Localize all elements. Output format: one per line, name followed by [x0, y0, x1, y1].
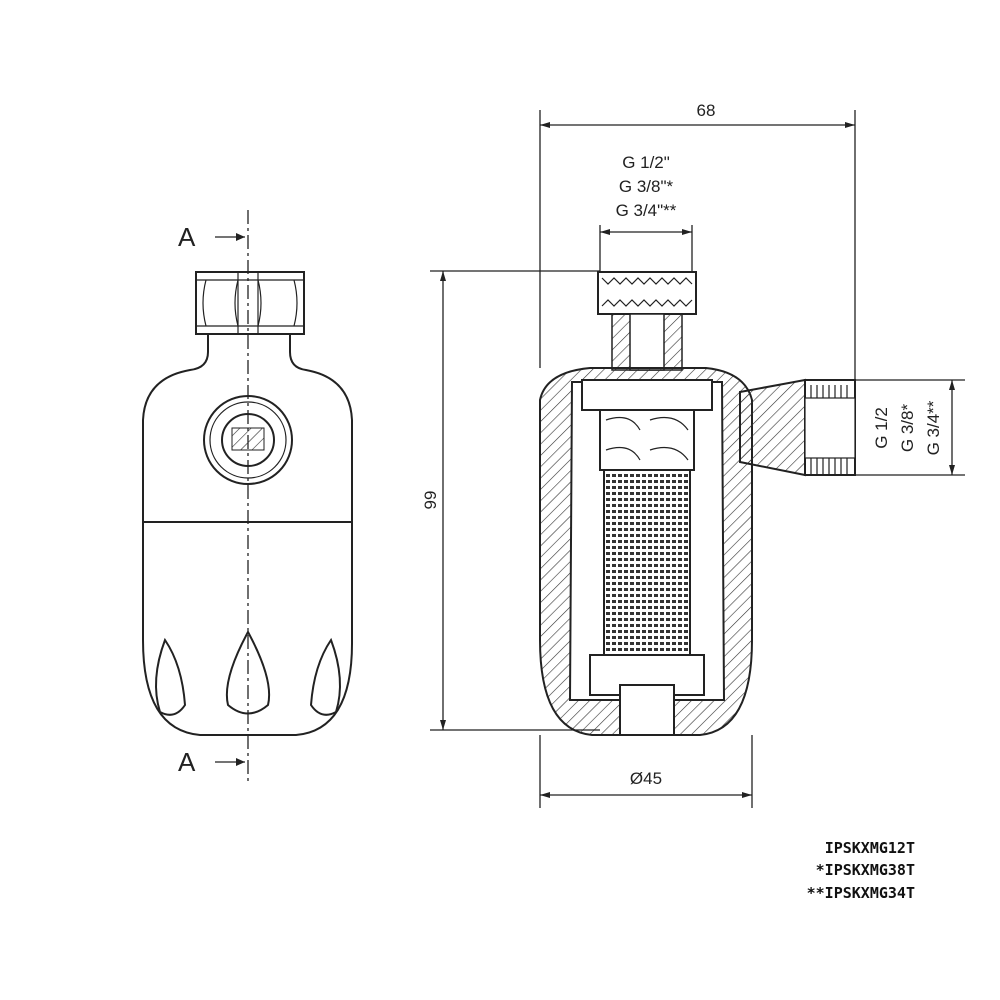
- dimension-height: 99: [421, 270, 600, 731]
- outlet-port: [203, 395, 293, 485]
- outlet-thread-label: G 1/2: [872, 407, 891, 449]
- filter-cartridge: [581, 379, 713, 736]
- inlet-nut: [195, 271, 305, 335]
- model-code: **IPSKXMG34T: [807, 884, 915, 902]
- dimension-outlet-thread: G 1/2 G 3/8* G 3/4**: [855, 379, 965, 476]
- width-value: 68: [697, 101, 716, 120]
- arrowhead: [236, 233, 245, 241]
- filter-body: [142, 334, 354, 736]
- section-label-bottom: A: [178, 747, 196, 777]
- front-view: A A: [142, 210, 354, 785]
- model-codes: IPSKXMG12T *IPSKXMG38T **IPSKXMG34T: [807, 839, 915, 902]
- model-code: *IPSKXMG38T: [816, 861, 915, 879]
- height-value: 99: [421, 491, 440, 510]
- section-view: 68 G 1/2" G 3/8"* G 3/4"** 99 Ø45: [421, 101, 965, 808]
- dimension-diameter: Ø45: [539, 735, 753, 808]
- outlet-section: [739, 378, 856, 477]
- model-code: IPSKXMG12T: [825, 839, 915, 857]
- inlet-thread-label: G 3/8"*: [619, 177, 674, 196]
- dimension-inlet-thread: G 1/2" G 3/8"* G 3/4"**: [599, 153, 693, 272]
- outlet-thread-label: G 3/8*: [898, 404, 917, 453]
- outlet-thread-label: G 3/4**: [924, 400, 943, 455]
- outlet-thread: [231, 427, 265, 451]
- inlet-thread-section: [597, 271, 697, 371]
- inlet-thread-label: G 1/2": [622, 153, 670, 172]
- dimension-width: 68: [539, 101, 856, 380]
- section-label-top: A: [178, 222, 196, 252]
- diameter-value: Ø45: [630, 769, 662, 788]
- grip-pattern: [155, 629, 341, 716]
- inlet-thread-label: G 3/4"**: [616, 201, 677, 220]
- arrowhead: [236, 758, 245, 766]
